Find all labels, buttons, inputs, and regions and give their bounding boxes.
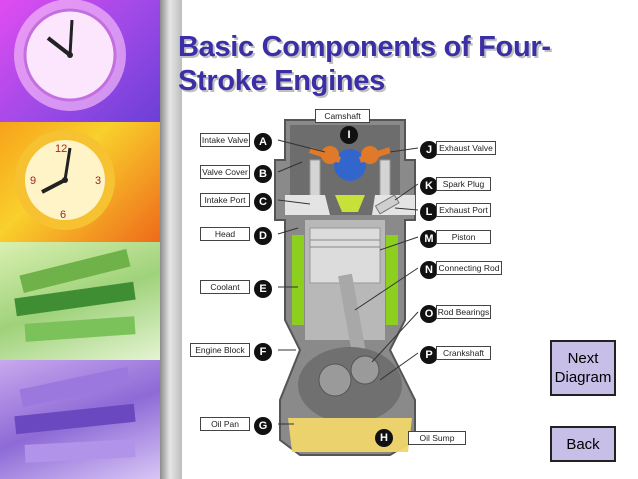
label-oil-sump: Oil Sump	[408, 431, 466, 445]
label-connecting-rod: Connecting Rod	[436, 261, 502, 275]
label-exhaust-valve: Exhaust Valve	[436, 141, 496, 155]
back-button[interactable]: Back	[550, 426, 616, 462]
letter-badge-f: F	[254, 343, 272, 361]
letter-badge-l: L	[420, 203, 438, 221]
next-diagram-button[interactable]: Next Diagram	[550, 340, 616, 396]
svg-text:9: 9	[30, 175, 36, 187]
engine-illustration	[274, 119, 419, 456]
label-rod-bearings: Rod Bearings	[436, 305, 491, 319]
letter-badge-o: O	[420, 305, 438, 323]
label-head: Head	[200, 227, 250, 241]
letter-badge-a: A	[254, 133, 272, 151]
letter-badge-e: E	[254, 280, 272, 298]
books-photo-green	[0, 242, 160, 360]
label-coolant: Coolant	[200, 280, 250, 294]
label-oil-pan: Oil Pan	[200, 417, 250, 431]
letter-badge-i: I	[340, 126, 358, 144]
letter-badge-m: M	[420, 230, 438, 248]
letter-badge-c: C	[254, 193, 272, 211]
letter-badge-g: G	[254, 417, 272, 435]
label-engine-block: Engine Block	[190, 343, 250, 357]
label-camshaft: Camshaft	[315, 109, 370, 123]
letter-badge-b: B	[254, 165, 272, 183]
label-intake-port: Intake Port	[200, 193, 250, 207]
letter-badge-h: H	[375, 429, 393, 447]
svg-text:3: 3	[95, 175, 101, 187]
letter-badge-p: P	[420, 346, 438, 364]
slide-title: Basic Components of Four-Stroke Engines	[178, 31, 551, 97]
letter-badge-j: J	[420, 141, 438, 159]
letter-badge-d: D	[254, 227, 272, 245]
vertical-gradient-bar	[160, 0, 182, 479]
letter-badge-n: N	[420, 261, 438, 279]
svg-text:12: 12	[55, 143, 67, 155]
label-exhaust-port: Exhaust Port	[436, 203, 491, 217]
label-intake-valve: Intake Valve	[200, 133, 250, 147]
label-piston: Piston	[436, 230, 491, 244]
decorative-photo-strip: 12 3 6 9	[0, 0, 160, 479]
clock-photo-purple	[0, 0, 160, 122]
label-crankshaft: Crankshaft	[436, 346, 491, 360]
books-photo-purple	[0, 360, 160, 479]
clock-photo-orange: 12 3 6 9	[0, 122, 160, 242]
svg-text:6: 6	[60, 209, 66, 221]
letter-badge-k: K	[420, 177, 438, 195]
label-valve-cover: Valve Cover	[200, 165, 250, 179]
label-spark-plug: Spark Plug	[436, 177, 491, 191]
